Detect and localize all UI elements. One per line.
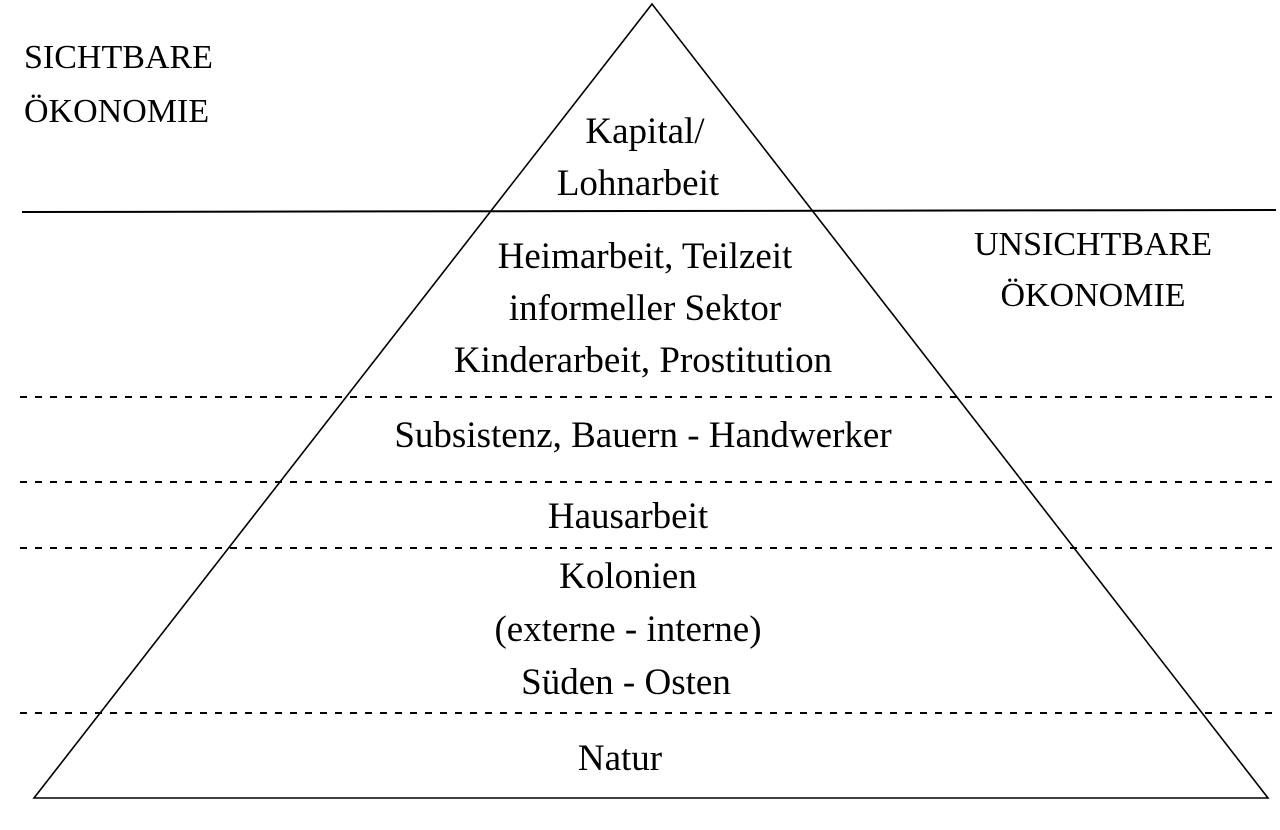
visible-invisible-divider	[21, 209, 1277, 213]
layer-housework-label: Hausarbeit	[548, 496, 709, 537]
visible-economy-label: SICHTBARE	[24, 39, 213, 76]
layer-informal-label: Heimarbeit, Teilzeit	[498, 236, 793, 277]
layer-colonies-label: Süden - Osten	[521, 662, 731, 703]
invisible-economy-label: UNSICHTBARE	[974, 226, 1212, 263]
layer-capital-label: Kapital/	[585, 111, 705, 152]
pyramid-outline	[32, 2, 1270, 799]
layer-informal-label: Kinderarbeit, Prostitution	[454, 340, 832, 381]
visible-economy-label: ÖKONOMIE	[24, 93, 209, 130]
layer-colonies-label: Kolonien	[559, 556, 697, 597]
invisible-economy-label: ÖKONOMIE	[1000, 277, 1185, 314]
layer-nature-label: Natur	[578, 738, 662, 779]
layer-subsistence-label: Subsistenz, Bauern - Handwerker	[394, 415, 891, 456]
layer-colonies-label: (externe - interne)	[494, 609, 761, 650]
layer-capital-label: Lohnarbeit	[557, 163, 720, 204]
layer-informal-label: informeller Sektor	[509, 288, 781, 329]
